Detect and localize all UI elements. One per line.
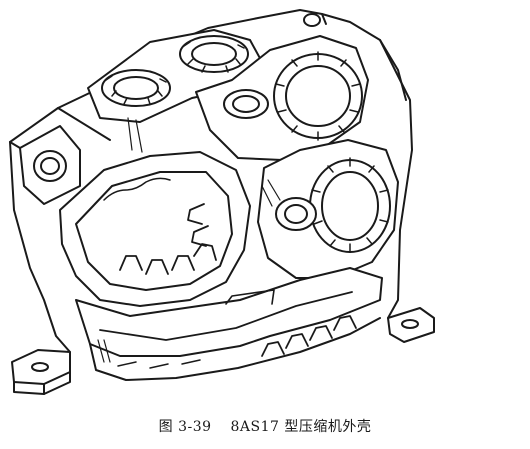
figure-title: 8AS17 型压缩机外壳	[230, 419, 372, 435]
right-upper-cylinder-seat	[195, 35, 369, 161]
figure-number: 图 3-39	[158, 419, 212, 435]
base-plate	[11, 307, 435, 395]
figure-caption: 图 3-39 8AS17 型压缩机外壳	[0, 416, 530, 436]
upper-cylinder-seats	[87, 29, 263, 123]
lower-cutaway	[75, 267, 383, 381]
right-lower-cylinder-seat	[257, 139, 399, 279]
crankcase-cavity	[59, 151, 251, 307]
compressor-casing-drawing	[9, 9, 435, 395]
compressor-casing-figure	[9, 9, 435, 395]
section-edges	[97, 117, 281, 363]
